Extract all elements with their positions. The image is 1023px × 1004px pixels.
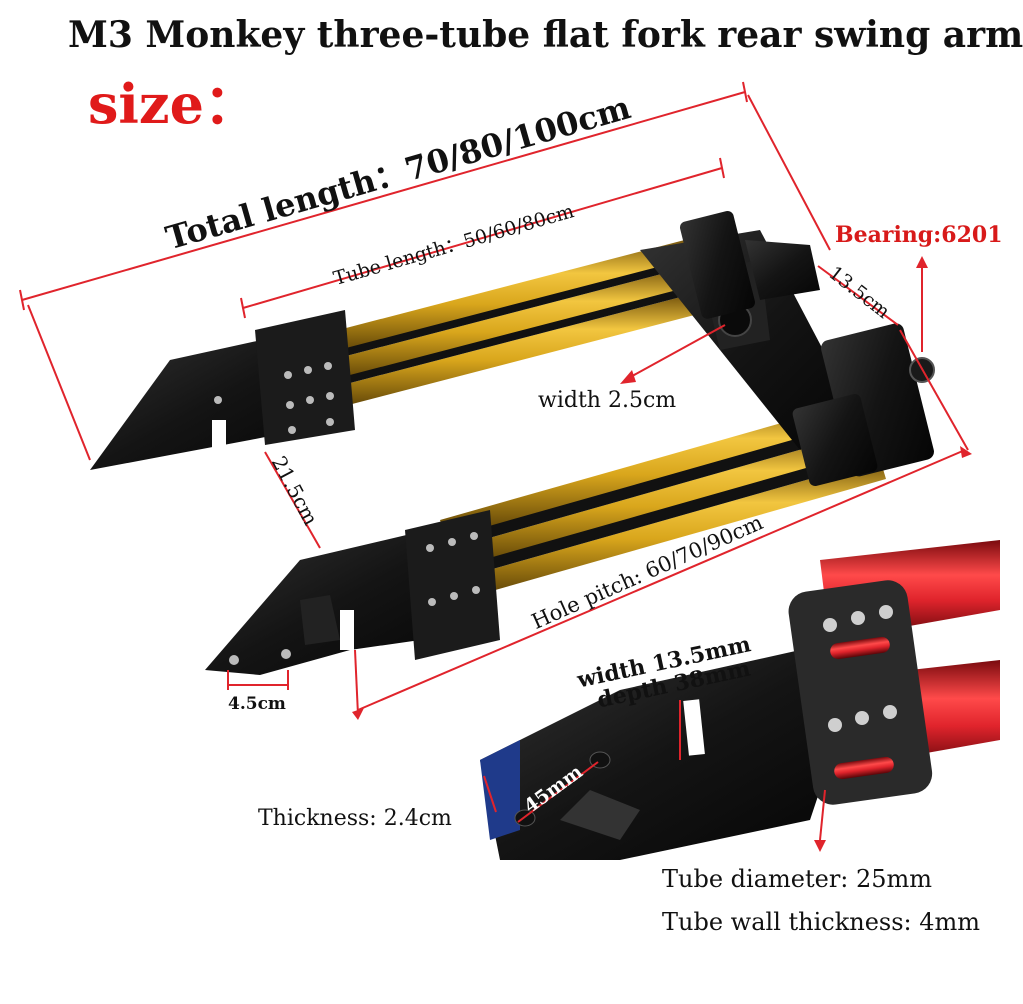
upper-dropout — [90, 310, 355, 470]
lower-dropout — [205, 510, 500, 675]
page-title: M3 Monkey three-tube flat fork rear swin… — [68, 14, 1023, 56]
upper-arm-tubes — [300, 236, 706, 416]
lower-arm-tubes — [440, 395, 886, 604]
tube-wall-label: Tube wall thickness: 4mm — [662, 908, 981, 936]
size-heading: size： — [88, 72, 258, 136]
rear-clamps — [679, 210, 935, 487]
hole-spacing-label: 4.5cm — [228, 694, 286, 714]
swing-arm-illustration — [19, 81, 1000, 860]
tube-diameter-label: Tube diameter: 25mm — [662, 865, 933, 893]
center-width-label: width 2.5cm — [538, 388, 677, 413]
dimension-lines — [19, 81, 969, 841]
thickness-label: Thickness: 2.4cm — [258, 806, 452, 831]
bearing-label: Bearing:6201 — [835, 222, 1003, 248]
dimension-arrows — [352, 256, 972, 852]
closeup-inset — [480, 540, 1000, 860]
product-image: M3 Monkey three-tube flat fork rear swin… — [19, 14, 1023, 936]
